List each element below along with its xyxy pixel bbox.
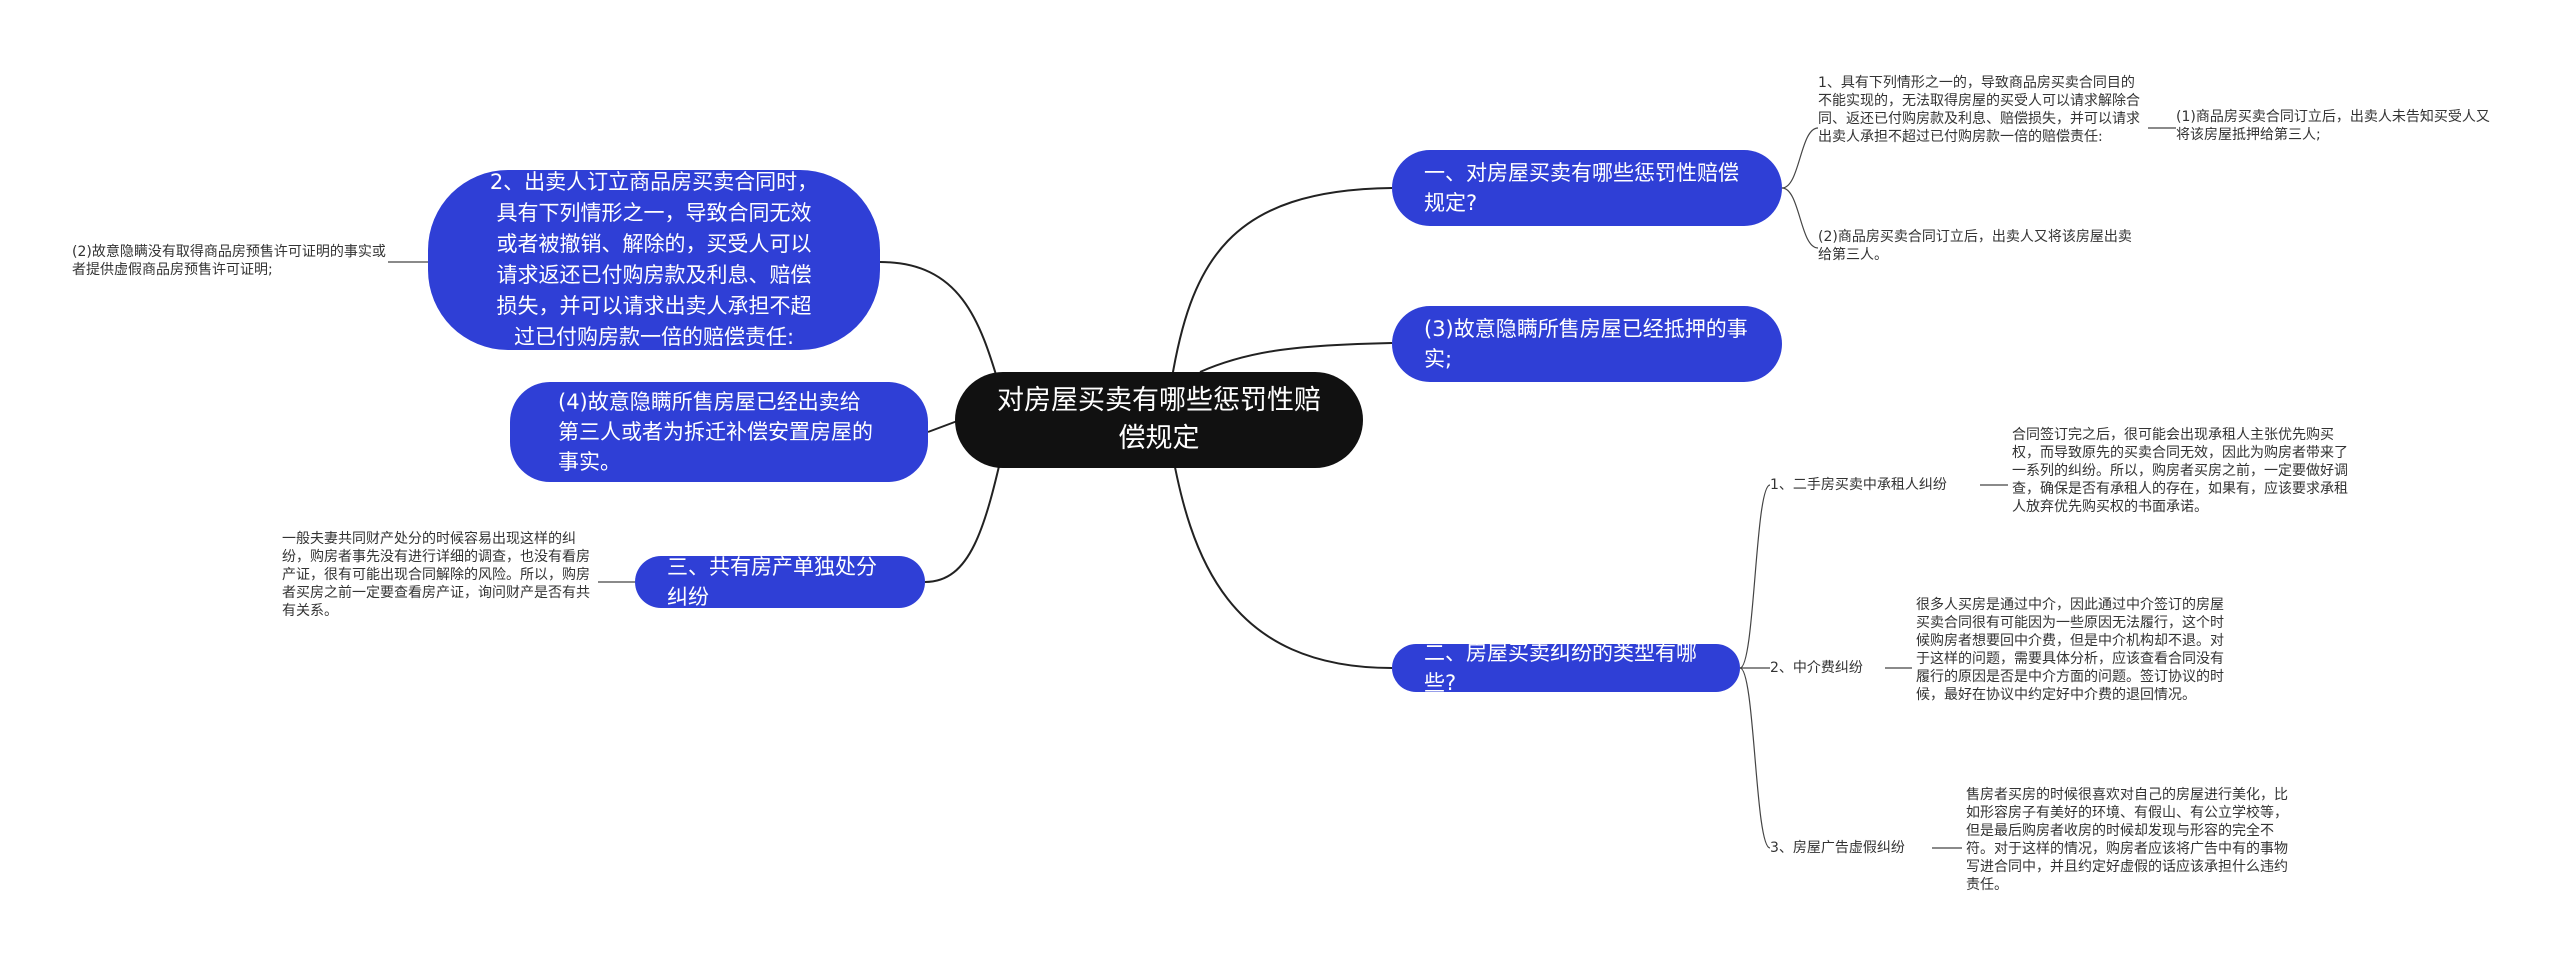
joint-property-child: 一般夫妻共同财产处分的时候容易出现这样的纠纷，购房者事先没有进行详细的调查，也没… (282, 531, 590, 619)
branch-node-penalty[interactable]: 一、对房屋买卖有哪些惩罚性赔偿规定? (1392, 150, 1782, 226)
penalty-item-1: 1、具有下列情形之一的，导致商品房买卖合同目的不能实现的，无法取得房屋的买受人可… (1818, 75, 2140, 145)
branch-node-contract-invalid[interactable]: 2、出卖人订立商品房买卖合同时，具有下列情形之一，导致合同无效或者被撤销、解除的… (428, 170, 880, 350)
branch-label: 一、对房屋买卖有哪些惩罚性赔偿规定? (1424, 161, 1739, 215)
edge-center-b4 (879, 261, 1001, 389)
dispute-type-3-text: 售房者买房的时候很喜欢对自己的房屋进行美化，比如形容房子有美好的环境、有假山、有… (1966, 787, 2288, 893)
branch-label: 二、房屋买卖纠纷的类型有哪些? (1424, 641, 1697, 695)
edge-center-b2 (1199, 342, 1393, 373)
dispute-type-2-text: 很多人买房是通过中介，因此通过中介签订的房屋买卖合同很有可能因为一些原因无法履行… (1916, 597, 2224, 703)
branch-label: (3)故意隐瞒所售房屋已经抵押的事实; (1424, 317, 1748, 371)
edge-b3-item1 (1739, 484, 1771, 669)
branch-label: 三、共有房产单独处分纠纷 (667, 555, 877, 609)
edge-b3-item3 (1739, 667, 1771, 849)
edge-b1-sub2 (1781, 187, 1819, 249)
dispute-type-1-text: 合同签订完之后，很可能会出现承租人主张优先购买权，而导致原先的买卖合同无效，因此… (2012, 427, 2348, 515)
penalty-item-1-child: (1)商品房买卖合同订立后，出卖人未告知买受人又将该房屋抵押给第三人; (2176, 109, 2490, 143)
contract-invalid-child: (2)故意隐瞒没有取得商品房预售许可证明的事实或者提供虚假商品房预售许可证明; (72, 244, 386, 278)
branch-node-mortgage[interactable]: (3)故意隐瞒所售房屋已经抵押的事实; (1392, 306, 1782, 382)
penalty-item-2: (2)商品房买卖合同订立后，出卖人又将该房屋出卖给第三人。 (1818, 229, 2132, 263)
dispute-type-1[interactable]: 1、二手房买卖中承租人纠纷 (1770, 477, 1947, 493)
branch-node-dispute-types[interactable]: 二、房屋买卖纠纷的类型有哪些? (1392, 641, 1740, 695)
branch-node-joint-property[interactable]: 三、共有房产单独处分纠纷 (635, 555, 925, 609)
edge-center-b5 (927, 419, 961, 433)
root-node[interactable]: 对房屋买卖有哪些惩罚性赔偿规定 (955, 372, 1363, 468)
dispute-type-3[interactable]: 3、房屋广告虚假纠纷 (1770, 840, 1905, 856)
edge-center-b1 (1169, 187, 1393, 391)
dispute-type-2[interactable]: 2、中介费纠纷 (1770, 660, 1863, 676)
branch-label: 2、出卖人订立商品房买卖合同时，具有下列情形之一，导致合同无效或者被撤销、解除的… (489, 170, 819, 349)
branch-node-resold[interactable]: (4)故意隐瞒所售房屋已经出卖给第三人或者为拆迁补偿安置房屋的事实。 (510, 382, 928, 482)
edge-center-b6 (924, 439, 1006, 583)
branch-label: (4)故意隐瞒所售房屋已经出卖给第三人或者为拆迁补偿安置房屋的事实。 (558, 390, 873, 474)
root-title: 对房屋买卖有哪些惩罚性赔偿规定 (997, 385, 1321, 454)
edge-b1-sub1 (1781, 127, 1819, 189)
edge-center-b3 (1169, 439, 1393, 669)
